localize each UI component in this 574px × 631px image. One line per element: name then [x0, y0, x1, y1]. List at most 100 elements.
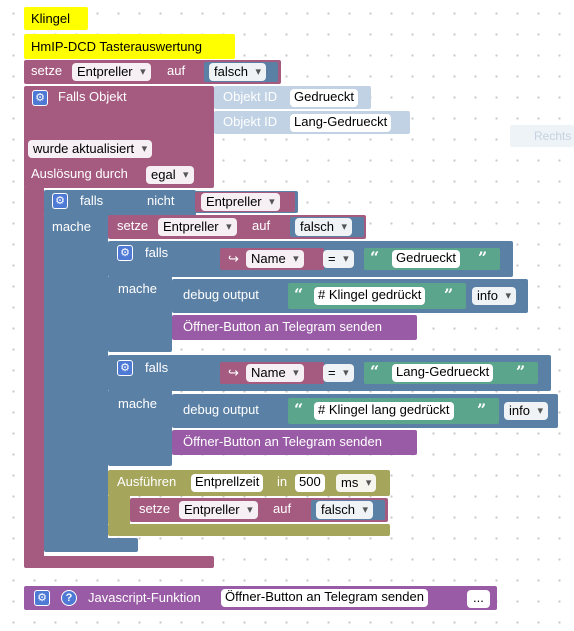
if-block-2-spine [108, 390, 172, 466]
gear-icon[interactable]: ⚙ [32, 90, 48, 106]
call-function-block[interactable]: Öffner-Button an Telegram senden [172, 315, 417, 340]
name-dropdown[interactable]: Name [246, 250, 304, 268]
variable-dropdown[interactable]: Entpreller [72, 63, 151, 81]
boolean-block[interactable]: falsch [290, 217, 364, 237]
not-block[interactable]: nicht Entpreller [135, 191, 298, 213]
boolean-dropdown[interactable]: falsch [209, 63, 266, 81]
variable-dropdown[interactable]: Entpreller [201, 193, 280, 211]
close-quote-icon: ” [516, 362, 526, 381]
debug-label: debug output [183, 402, 259, 417]
mache-label: mache [52, 219, 92, 234]
auf-label: auf [252, 218, 271, 233]
boolean-dropdown[interactable]: falsch [316, 501, 373, 519]
text-block[interactable]: “ Gedrueckt ” [364, 248, 500, 270]
comment-block-title[interactable]: Klingel [24, 7, 88, 30]
ausfuehren-label: Ausführen [117, 474, 177, 489]
operator-dropdown[interactable]: = [323, 250, 354, 268]
debug-block[interactable]: debug output “ # Klingel lang gedrückt ”… [172, 394, 558, 428]
arrow-icon: ↪ [228, 365, 239, 380]
trigger-block-footer [24, 556, 214, 568]
falls-label: falls [80, 193, 104, 208]
text-field[interactable]: Lang-Gedrueckt [392, 364, 494, 382]
object-id-label: Objekt ID [223, 89, 278, 104]
open-quote-icon: “ [370, 362, 380, 381]
call-function-block[interactable]: Öffner-Button an Telegram senden [172, 430, 417, 455]
set-variable-block[interactable]: setze Entpreller auf falsch [130, 498, 388, 522]
close-quote-icon: ” [477, 400, 487, 419]
call-label: Öffner-Button an Telegram senden [183, 434, 382, 449]
call-label: Öffner-Button an Telegram senden [183, 319, 382, 334]
boolean-dropdown[interactable]: falsch [295, 218, 352, 236]
set-label: setze [117, 218, 149, 233]
timeout-block[interactable]: Ausführen Entprellzeit in 500 ms [108, 470, 390, 496]
name-dropdown[interactable]: Name [246, 364, 304, 382]
variable-dropdown[interactable]: Entpreller [158, 218, 237, 236]
mache-label: mache [118, 396, 158, 411]
timeout-name-field[interactable]: Entprellzeit [191, 474, 264, 492]
gear-icon[interactable]: ⚙ [117, 360, 133, 376]
ausloesung-dropdown[interactable]: egal [146, 166, 194, 184]
compare-block[interactable]: ↪ Name = “ Gedrueckt ” [212, 244, 507, 274]
timeout-value-field[interactable]: 500 [295, 474, 325, 492]
text-block[interactable]: “ # Klingel gedrückt ” [288, 283, 466, 309]
trigger-block-left-spine [24, 186, 44, 566]
gear-icon[interactable]: ⚙ [117, 245, 133, 261]
set-label: setze [31, 63, 63, 78]
object-id-field[interactable]: Lang-Gedrueckt [290, 114, 392, 132]
timeout-block-spine [108, 495, 130, 525]
boolean-block[interactable]: falsch [204, 62, 278, 82]
object-id-block-1[interactable]: Objekt ID Gedrueckt [214, 86, 371, 109]
if-block-main-spine [44, 214, 108, 550]
level-dropdown[interactable]: info [504, 402, 548, 420]
name-variable-block[interactable]: ↪ Name [220, 248, 324, 270]
variable-dropdown[interactable]: Entpreller [179, 501, 258, 519]
falls-label: falls [145, 360, 169, 375]
faded-block: Rechts [510, 125, 574, 147]
if-block-1-spine [108, 276, 172, 352]
open-quote-icon: “ [294, 285, 304, 304]
function-name-field[interactable]: Öffner-Button an Telegram senden [221, 589, 428, 607]
set-label: setze [139, 501, 171, 516]
auf-label: auf [167, 63, 186, 78]
text-field[interactable]: Gedrueckt [392, 250, 460, 268]
object-id-block-2[interactable]: Objekt ID Lang-Gedrueckt [214, 111, 410, 134]
operator-dropdown[interactable]: = [323, 364, 354, 382]
arrow-icon: ↪ [228, 251, 239, 266]
gear-icon[interactable]: ⚙ [34, 590, 50, 606]
event-type-dropdown[interactable]: wurde aktualisiert [28, 140, 153, 158]
set-variable-block[interactable]: setze Entpreller auf falsch [24, 60, 281, 84]
mache-label: mache [118, 281, 158, 296]
function-definition-block[interactable]: ⚙ ? Javascript-Funktion Öffner-Button an… [24, 586, 497, 610]
comment-subtitle-text: HmIP-DCD Tasterauswertung [31, 39, 202, 54]
text-block[interactable]: “ Lang-Gedrueckt ” [364, 362, 538, 384]
help-icon[interactable]: ? [61, 590, 77, 606]
falls-objekt-label: Falls Objekt [58, 89, 127, 104]
nicht-label: nicht [147, 193, 175, 208]
if-block-main-footer [44, 538, 138, 552]
open-quote-icon: “ [370, 248, 380, 267]
falls-label: falls [145, 245, 169, 260]
text-field[interactable]: # Klingel lang gedrückt [314, 402, 454, 420]
compare-block[interactable]: ↪ Name = “ Lang-Gedrueckt ” [212, 358, 545, 388]
more-button[interactable]: ... [467, 590, 490, 608]
text-block[interactable]: “ # Klingel lang gedrückt ” [288, 398, 499, 424]
boolean-block[interactable]: falsch [311, 500, 385, 520]
function-label: Javascript-Funktion [88, 590, 201, 605]
timeout-block-footer [108, 524, 390, 536]
text-field[interactable]: # Klingel gedrückt [314, 287, 426, 305]
variable-get-block[interactable]: Entpreller [195, 192, 295, 212]
set-variable-block[interactable]: setze Entpreller auf falsch [108, 215, 366, 239]
level-dropdown[interactable]: info [472, 287, 516, 305]
close-quote-icon: ” [444, 285, 454, 304]
object-id-field[interactable]: Gedrueckt [290, 89, 358, 107]
in-label: in [277, 474, 288, 489]
auf-label: auf [273, 501, 292, 516]
gear-icon[interactable]: ⚙ [52, 193, 68, 209]
unit-dropdown[interactable]: ms [336, 474, 377, 492]
ausloesung-label: Auslösung durch [31, 166, 128, 181]
name-variable-block[interactable]: ↪ Name [220, 362, 324, 384]
object-id-label: Objekt ID [223, 114, 278, 129]
comment-title-text: Klingel [31, 11, 71, 26]
comment-block-subtitle[interactable]: HmIP-DCD Tasterauswertung [24, 34, 235, 59]
debug-block[interactable]: debug output “ # Klingel gedrückt ” info [172, 279, 528, 313]
